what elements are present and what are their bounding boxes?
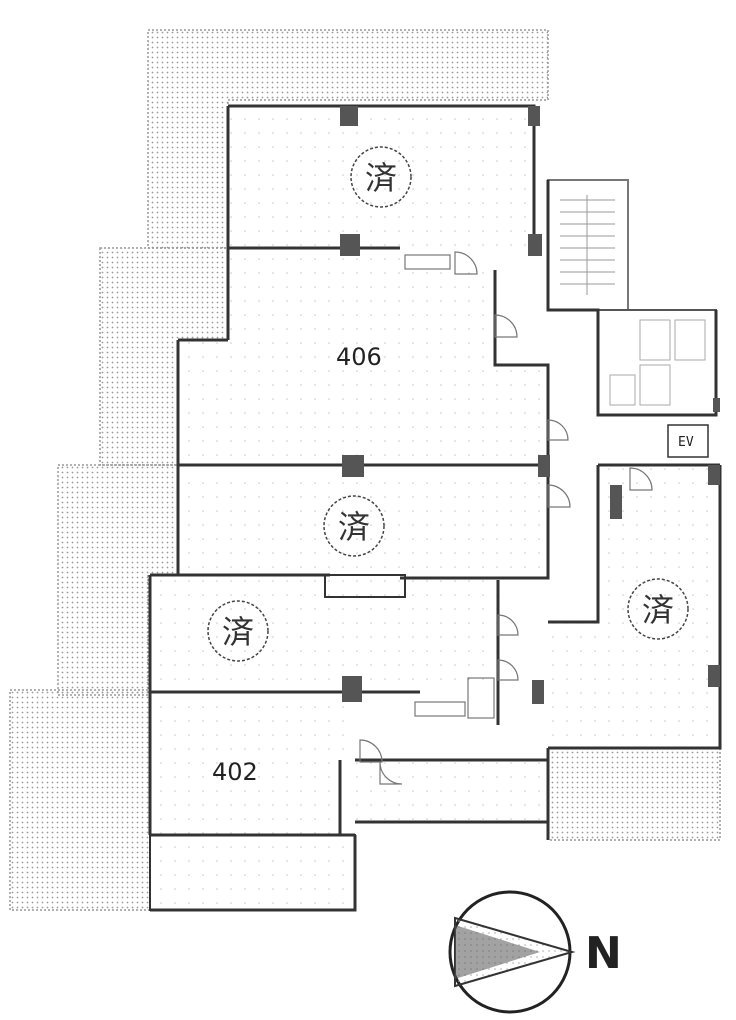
balcony-402 (9, 689, 151, 911)
corridor-south (355, 760, 548, 822)
room-east (548, 465, 720, 748)
door-swing (359, 739, 383, 763)
room-lower (150, 575, 498, 692)
walls (148, 104, 722, 912)
column (528, 234, 542, 256)
wall-lower (148, 573, 500, 835)
column (610, 485, 622, 519)
fixture (467, 677, 495, 719)
stamp-east: 済 (627, 578, 689, 640)
unit-label-402: 402 (212, 758, 258, 786)
door-swing (497, 659, 519, 681)
room-mid (178, 470, 548, 578)
fixture (414, 701, 466, 717)
wall-corridor (546, 180, 718, 417)
column (340, 106, 358, 126)
compass-arrow-shade (455, 925, 540, 979)
compass: N (448, 890, 622, 1014)
balconies (9, 29, 721, 911)
stamp-text-lower: 済 (222, 613, 254, 651)
balcony-east (547, 747, 721, 841)
door-swing (547, 419, 569, 441)
column (342, 455, 364, 477)
column (342, 676, 362, 702)
elevator-label: EV (678, 435, 694, 450)
compass-label: N (585, 928, 622, 979)
stair-treads (560, 195, 615, 295)
column (538, 455, 550, 477)
column (708, 465, 720, 485)
stamp-lower: 済 (207, 600, 269, 662)
column (340, 234, 360, 256)
room-top (228, 106, 534, 248)
elevator (667, 424, 709, 458)
door-swing (379, 761, 403, 785)
service-fixtures (609, 319, 706, 406)
unit-labels: 406 402 (212, 343, 382, 786)
column (528, 106, 540, 126)
door-swing (547, 484, 571, 508)
stamp-top: 済 (350, 146, 412, 208)
door-swing (494, 314, 518, 338)
columns (340, 106, 720, 704)
stamp-mid: 済 (323, 495, 385, 557)
wall-east (548, 463, 722, 750)
wall-402 (150, 748, 550, 840)
door-swing (629, 467, 653, 491)
column (532, 680, 544, 704)
service-room (597, 309, 717, 416)
wall-balcony-402-south (150, 835, 357, 912)
balcony-402-south (149, 834, 356, 911)
door-swing (454, 251, 478, 275)
room-406 (178, 248, 548, 465)
door-swing (497, 614, 519, 636)
fixture (404, 254, 451, 270)
room-402 (150, 700, 355, 835)
rooms (150, 106, 720, 835)
stamp-text-top: 済 (365, 159, 397, 197)
stamp-text-mid: 済 (338, 508, 370, 546)
doors (324, 251, 653, 785)
stamp-text-east: 済 (642, 591, 674, 629)
sold-stamps: 済 済 済 済 (207, 146, 689, 662)
column (708, 665, 720, 687)
unit-label-406: 406 (336, 343, 382, 371)
column (713, 398, 720, 412)
wall-406 (176, 246, 550, 465)
fixture (324, 574, 406, 598)
